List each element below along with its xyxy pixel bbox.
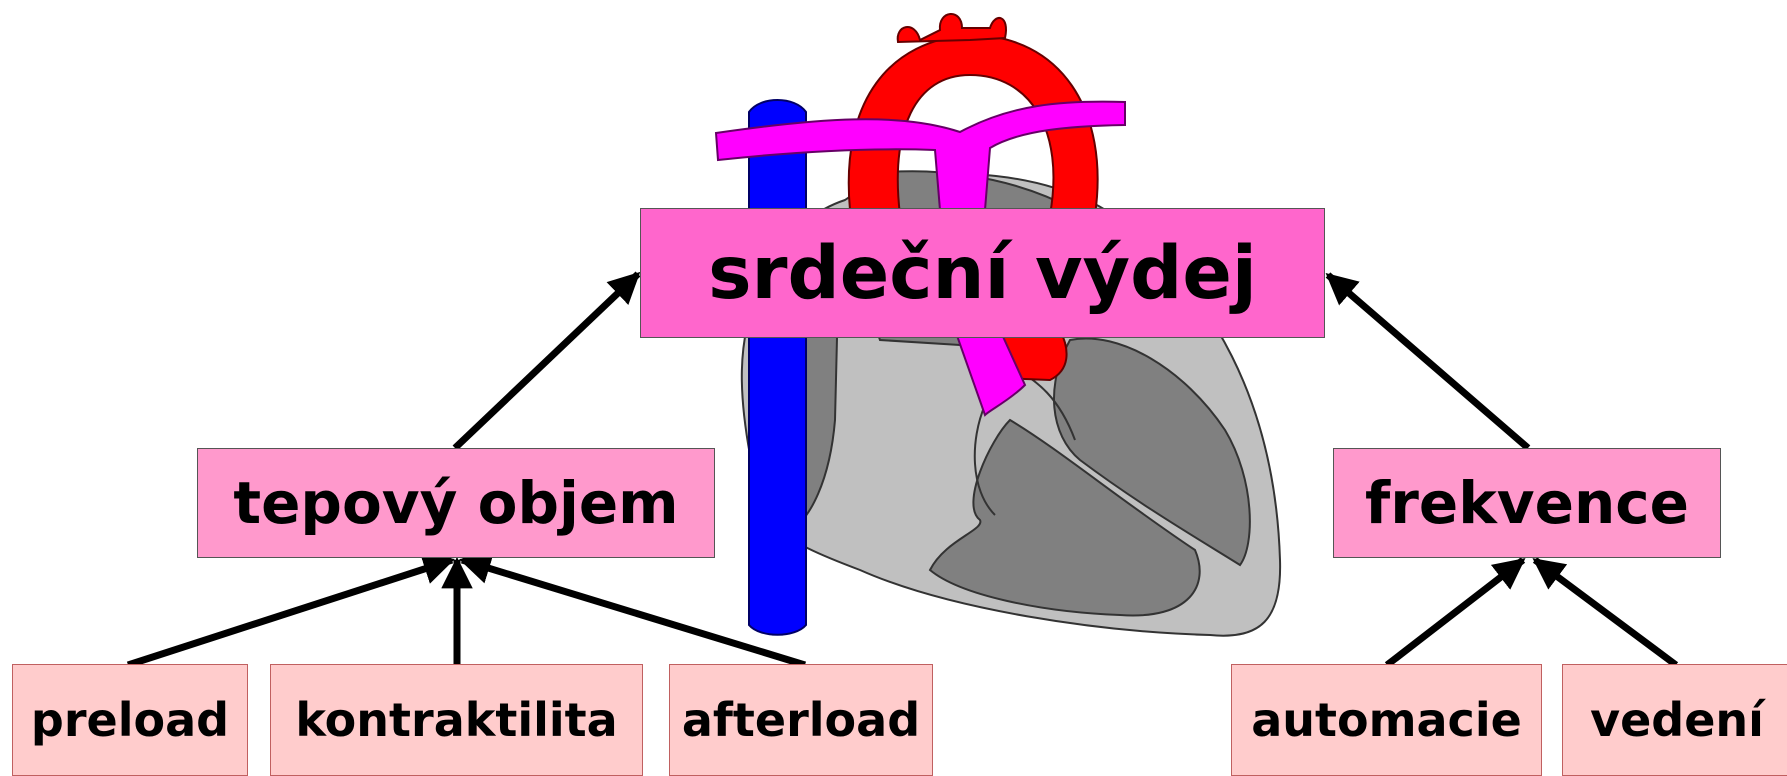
aorta-branches: [896, 13, 1007, 44]
arrow-afterload-to-stroke-volume: [458, 553, 807, 669]
preload-label: preload: [30, 693, 230, 747]
stroke-volume-box: tepový objem: [197, 448, 715, 558]
arrow-automaticity-to-rate: [1384, 557, 1526, 668]
preload-box: preload: [12, 664, 248, 776]
contractility-label: kontraktilita: [295, 693, 618, 747]
heart-chamber-left-ventricle: [1053, 337, 1251, 567]
pulmonary-trunk: [953, 329, 1027, 417]
cardiac-output-box: srdeční výdej: [640, 208, 1325, 338]
heart-rate-box: frekvence: [1333, 448, 1721, 558]
heart-valve: [973, 404, 996, 516]
heart-chamber-right-ventricle: [928, 418, 1201, 617]
automaticity-box: automacie: [1231, 664, 1542, 776]
arrow-stroke-volume-to-output: [452, 271, 641, 451]
conduction-label: vedení: [1590, 693, 1764, 747]
cardiac-output-label: srdeční výdej: [708, 230, 1257, 316]
arrow-conduction-to-rate: [1532, 557, 1679, 668]
arrow-preload-to-stroke-volume: [126, 553, 455, 669]
contractility-box: kontraktilita: [270, 664, 643, 776]
afterload-label: afterload: [681, 693, 921, 747]
arrow-rate-to-output: [1325, 272, 1531, 451]
automaticity-label: automacie: [1251, 693, 1522, 747]
afterload-box: afterload: [669, 664, 933, 776]
conduction-box: vedení: [1562, 664, 1787, 776]
stroke-volume-label: tepový objem: [233, 469, 679, 537]
pulmonary-artery: [714, 100, 1126, 211]
heart-rate-label: frekvence: [1365, 469, 1689, 537]
